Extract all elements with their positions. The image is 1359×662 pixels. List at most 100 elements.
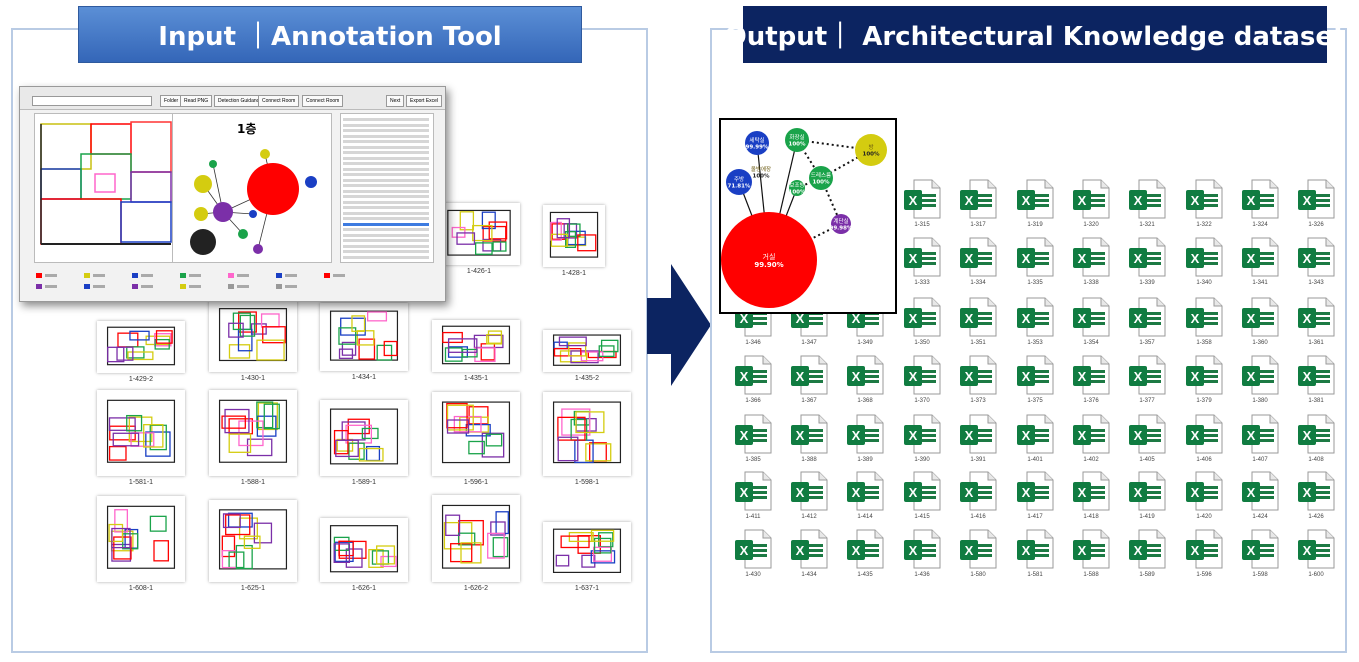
file-list-row[interactable] (343, 151, 429, 154)
tool-button[interactable]: Export Excel (406, 95, 443, 107)
tool-button[interactable]: Connect Room (302, 95, 344, 107)
floorplan-thumbnail[interactable]: 1-434-1 (320, 303, 408, 381)
excel-file[interactable]: X 1-408 (1292, 413, 1340, 471)
file-list-row[interactable] (343, 167, 429, 171)
floorplan-thumbnail[interactable]: 1-426-1 (438, 203, 520, 275)
excel-file[interactable]: X 1-351 (954, 296, 1002, 354)
excel-file[interactable]: X 1-390 (898, 413, 946, 471)
excel-file[interactable]: X 1-338 (1067, 236, 1115, 294)
excel-file[interactable]: X 1-426 (1292, 470, 1340, 528)
file-list-row[interactable] (343, 140, 429, 143)
floorplan-thumbnail[interactable]: 1-435-1 (432, 320, 520, 382)
tool-button[interactable]: Detection Guidance (214, 95, 266, 107)
excel-file[interactable]: X 1-324 (1236, 178, 1284, 236)
excel-file[interactable]: X 1-320 (1067, 178, 1115, 236)
excel-file[interactable]: X 1-406 (1180, 413, 1228, 471)
excel-file[interactable]: X 1-402 (1067, 413, 1115, 471)
excel-file[interactable]: X 1-600 (1292, 528, 1340, 586)
excel-file[interactable]: X 1-415 (898, 470, 946, 528)
file-list-row[interactable] (343, 184, 429, 187)
excel-file[interactable]: X 1-596 (1180, 528, 1228, 586)
excel-file[interactable]: X 1-580 (954, 528, 1002, 586)
excel-file[interactable]: X 1-391 (954, 413, 1002, 471)
floorplan-thumbnail[interactable]: 1-435-2 (543, 330, 631, 382)
file-list-row[interactable] (343, 123, 429, 127)
excel-file[interactable]: X 1-321 (1123, 178, 1171, 236)
excel-file[interactable]: X 1-434 (785, 528, 833, 586)
excel-file[interactable]: X 1-377 (1123, 354, 1171, 412)
file-list-row[interactable] (343, 178, 429, 182)
excel-file[interactable]: X 1-379 (1180, 354, 1228, 412)
excel-file[interactable]: X 1-598 (1236, 528, 1284, 586)
tool-button[interactable]: Next (386, 95, 405, 107)
excel-file[interactable]: X 1-588 (1067, 528, 1115, 586)
excel-file[interactable]: X 1-589 (1123, 528, 1171, 586)
file-list-row[interactable] (343, 233, 429, 237)
excel-file[interactable]: X 1-317 (954, 178, 1002, 236)
file-list-row[interactable] (343, 222, 429, 226)
file-list-row[interactable] (343, 244, 429, 248)
graph-view[interactable]: 1층 (172, 113, 332, 263)
excel-file[interactable]: X 1-581 (1011, 528, 1059, 586)
excel-file[interactable]: X 1-335 (1011, 236, 1059, 294)
excel-file[interactable]: X 1-411 (729, 470, 777, 528)
floorplan-thumbnail[interactable]: 1-598-1 (543, 392, 631, 486)
excel-file[interactable]: X 1-368 (841, 354, 889, 412)
floorplan-view[interactable] (34, 113, 184, 263)
excel-file[interactable]: X 1-341 (1236, 236, 1284, 294)
floorplan-thumbnail[interactable]: 1-589-1 (320, 400, 408, 486)
excel-file[interactable]: X 1-417 (1011, 470, 1059, 528)
excel-file[interactable]: X 1-420 (1180, 470, 1228, 528)
floorplan-thumbnail[interactable]: 1-637-1 (543, 522, 631, 592)
file-list[interactable] (340, 113, 434, 263)
excel-file[interactable]: X 1-414 (841, 470, 889, 528)
file-list-row[interactable] (343, 217, 429, 220)
excel-file[interactable]: X 1-405 (1123, 413, 1171, 471)
floorplan-thumbnail[interactable]: 1-429-2 (97, 321, 185, 383)
excel-file[interactable]: X 1-381 (1292, 354, 1340, 412)
excel-file[interactable]: X 1-419 (1123, 470, 1171, 528)
file-list-row[interactable] (343, 250, 429, 253)
floorplan-thumbnail[interactable]: 1-625-1 (209, 500, 297, 592)
file-list-row[interactable] (343, 129, 429, 132)
excel-file[interactable]: X 1-334 (954, 236, 1002, 294)
tool-button[interactable]: Read PNG (180, 95, 213, 107)
excel-file[interactable]: X 1-373 (954, 354, 1002, 412)
file-list-row[interactable] (343, 200, 429, 204)
excel-file[interactable]: X 1-353 (1011, 296, 1059, 354)
file-list-row[interactable] (343, 206, 429, 209)
excel-file[interactable]: X 1-367 (785, 354, 833, 412)
excel-file[interactable]: X 1-361 (1292, 296, 1340, 354)
floorplan-thumbnail[interactable]: 1-626-2 (432, 495, 520, 592)
floorplan-thumbnail[interactable]: 1-430-1 (209, 300, 297, 382)
floorplan-thumbnail[interactable]: 1-596-1 (432, 392, 520, 486)
excel-file[interactable]: X 1-343 (1292, 236, 1340, 294)
excel-file[interactable]: X 1-424 (1236, 470, 1284, 528)
excel-file[interactable]: X 1-370 (898, 354, 946, 412)
excel-file[interactable]: X 1-375 (1011, 354, 1059, 412)
file-list-row[interactable] (343, 255, 429, 259)
excel-file[interactable]: X 1-435 (841, 528, 889, 586)
file-list-row[interactable] (343, 211, 429, 215)
file-list-row[interactable] (343, 189, 429, 193)
excel-file[interactable]: X 1-358 (1180, 296, 1228, 354)
file-list-row[interactable] (343, 134, 429, 138)
excel-file[interactable]: X 1-401 (1011, 413, 1059, 471)
excel-file[interactable]: X 1-385 (729, 413, 777, 471)
excel-file[interactable]: X 1-315 (898, 178, 946, 236)
excel-file[interactable]: X 1-339 (1123, 236, 1171, 294)
file-list-row[interactable] (343, 228, 429, 231)
floorplan-thumbnail[interactable]: 1-608-1 (97, 496, 185, 592)
excel-file[interactable]: X 1-436 (898, 528, 946, 586)
floorplan-thumbnail[interactable]: 1-428-1 (543, 205, 605, 277)
excel-file[interactable]: X 1-357 (1123, 296, 1171, 354)
tool-button[interactable]: Connect Room (258, 95, 300, 107)
file-list-row[interactable] (343, 145, 429, 149)
file-list-row[interactable] (343, 239, 429, 242)
excel-file[interactable]: X 1-407 (1236, 413, 1284, 471)
excel-file[interactable]: X 1-333 (898, 236, 946, 294)
file-list-row[interactable] (343, 118, 429, 121)
file-list-row[interactable] (343, 156, 429, 160)
excel-file[interactable]: X 1-412 (785, 470, 833, 528)
floorplan-thumbnail[interactable]: 1-581-1 (97, 390, 185, 486)
